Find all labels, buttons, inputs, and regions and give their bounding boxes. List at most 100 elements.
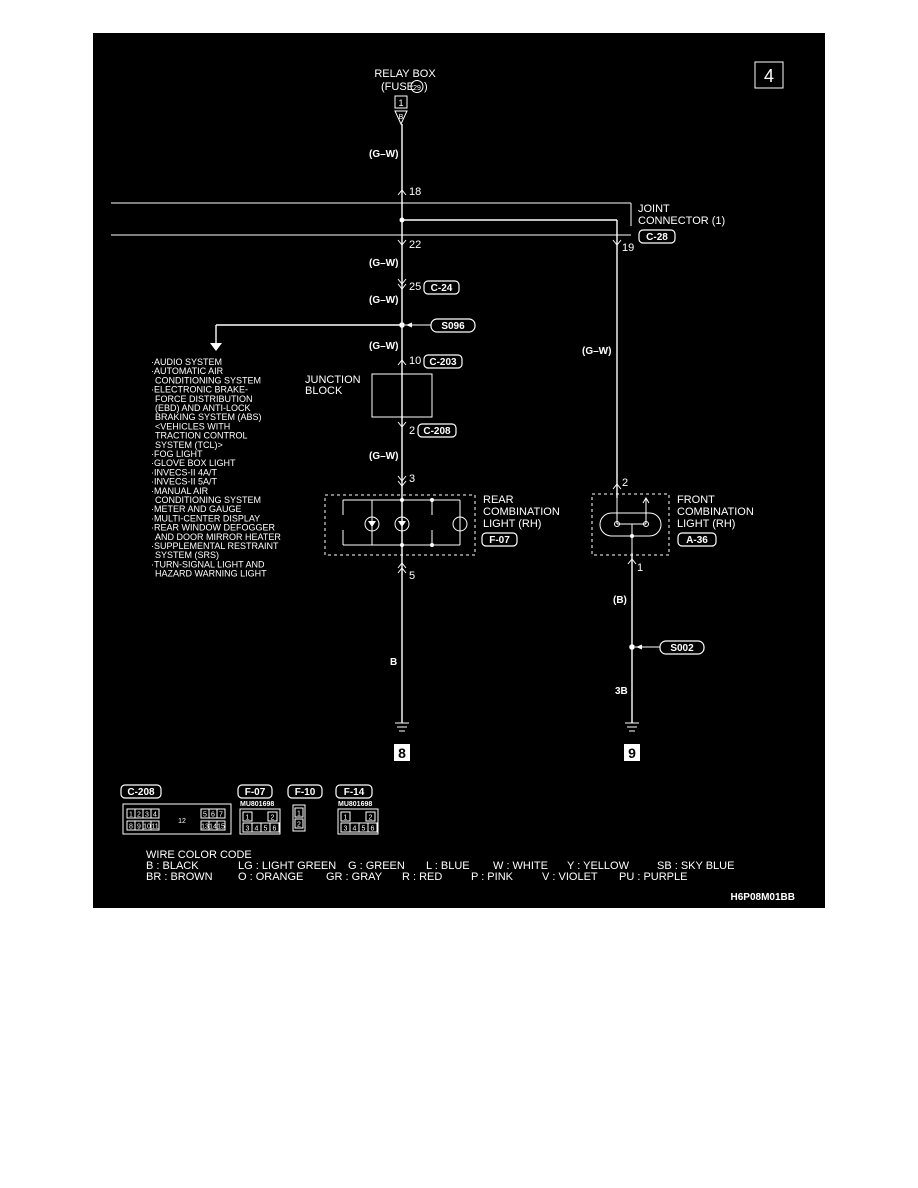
system-list-item: ·SUPPLEMENTAL RESTRAINT — [151, 541, 279, 551]
wire-color-code-title: WIRE COLOR CODE — [146, 849, 252, 861]
fuse-number-circle — [410, 80, 424, 93]
connector-pin-number: 5 — [264, 826, 268, 833]
connector-pin-number: 10 — [143, 824, 151, 831]
system-list-item: CONDITIONING SYSTEM — [155, 375, 261, 385]
pin-2-front-arrow — [612, 483, 622, 490]
ground-9: 9 — [628, 745, 636, 761]
pin-2-junction: 2 — [409, 425, 415, 437]
system-list-item: ·MULTI-CENTER DISPLAY — [151, 513, 260, 523]
pin-3: 3 — [409, 473, 415, 485]
pin-3-arrow-bottom — [397, 480, 407, 487]
pin-22: 22 — [409, 239, 421, 251]
connector-pin-cell — [365, 811, 376, 822]
pin-1: 1 — [637, 562, 643, 574]
rear-light-side: LIGHT (RH) — [483, 518, 541, 530]
wiring-diagram: 4 RELAY BOX (FUSE 29 ) 1 B (G–W) 18 JOIN… — [93, 33, 825, 908]
wire-label-gw-3: (G–W) — [369, 295, 398, 306]
connector-pin-cell — [294, 818, 304, 829]
connector-pin-cell — [150, 808, 160, 819]
connector-pin-number: 13 — [201, 824, 209, 831]
connector-tag-c208 — [417, 423, 457, 438]
pin-2-front: 2 — [622, 477, 628, 489]
connector-a36: A-36 — [686, 535, 708, 546]
junction-block-box — [371, 373, 433, 418]
connector-c203: C-203 — [429, 357, 457, 368]
system-list-item: ·INVECS-II 5A/T — [151, 477, 218, 487]
connector-c28: C-28 — [646, 232, 668, 243]
pin-18-arrow — [397, 189, 407, 196]
connector-pin-number: 15 — [217, 824, 225, 831]
relay-box-title: RELAY BOX — [374, 68, 436, 80]
joint-connector-title: JOINT — [638, 203, 670, 215]
wire-label-b-paren: (B) — [613, 595, 627, 606]
connector-tag-c203 — [423, 354, 463, 369]
page-number-box — [754, 61, 784, 89]
connector-pin-number: 4 — [153, 812, 157, 819]
wire-color-entry: V : VIOLET — [542, 871, 598, 883]
wiring-diagram-svg: 4 RELAY BOX (FUSE 29 ) 1 B (G–W) 18 JOIN… — [111, 61, 795, 903]
splice-s096-arrow — [406, 322, 412, 328]
rear-light-title: REAR — [483, 494, 514, 506]
splice-branch-arrowhead — [210, 343, 222, 351]
system-list-item: ·INVECS-II 4A/T — [151, 467, 218, 477]
system-list-item: HAZARD WARNING LIGHT — [155, 569, 267, 579]
front-light-subtitle: COMBINATION — [677, 506, 754, 518]
connector-pin-number: 3 — [344, 826, 348, 833]
pin-18: 18 — [409, 186, 421, 198]
connector-pin-number: 5 — [203, 812, 207, 819]
connector-pin-number: 1 — [297, 811, 301, 818]
connector-pin-cell — [367, 822, 378, 833]
wire-color-entry: B : BLACK — [146, 860, 199, 872]
connector-c24: C-24 — [431, 283, 453, 294]
system-list-item: ·REAR WINDOW DEFOGGER — [151, 523, 275, 533]
legend-c208-body — [122, 803, 232, 835]
connector-pin-number: 1 — [246, 815, 250, 822]
joint-node — [399, 217, 405, 223]
legend-f10: F-10 — [295, 787, 316, 798]
pin-5-arrow-top — [397, 562, 407, 569]
legend-tag-c208 — [120, 784, 162, 799]
front-light-side: LIGHT (RH) — [677, 518, 735, 530]
system-list-item: ·AUDIO SYSTEM — [151, 357, 222, 367]
wire-label-gw-front: (G–W) — [582, 346, 611, 357]
system-list-item: ·AUTOMATIC AIR — [151, 366, 224, 376]
connector-pin-number: 4 — [353, 826, 357, 833]
splice-s096-node — [399, 322, 405, 328]
junction-block-subtitle: BLOCK — [305, 385, 343, 397]
legend-f07-body — [239, 808, 281, 835]
pin-5: 5 — [409, 570, 415, 582]
connector-pin-number: 3 — [145, 812, 149, 819]
connector-pin-number: 14 — [209, 824, 217, 831]
wire-color-entry: L : BLUE — [426, 860, 470, 872]
legend-tag-f10 — [287, 784, 323, 799]
system-list-item: ·METER AND GAUGE — [151, 504, 242, 514]
ground-8: 8 — [398, 745, 406, 761]
legend-tag-f14 — [335, 784, 373, 799]
pin-10-arrow — [397, 359, 407, 366]
connector-pin-number: 9 — [137, 824, 141, 831]
splice-s002-node — [629, 644, 635, 650]
splice-tag-s096 — [430, 318, 476, 333]
connector-tag-a36 — [677, 532, 717, 547]
connector-c208: C-208 — [423, 426, 451, 437]
system-list-item: ·ELECTRONIC BRAKE- — [151, 385, 248, 395]
wire-color-entry: P : PINK — [471, 871, 514, 883]
wire-color-entry: GR : GRAY — [326, 871, 383, 883]
wire-color-entry: W : WHITE — [493, 860, 548, 872]
joint-connector-subtitle: CONNECTOR (1) — [638, 215, 725, 227]
legend-f10-cells: 12 — [294, 807, 304, 829]
connector-pin-number: 6 — [371, 826, 375, 833]
connector-pin-number: 4 — [255, 826, 259, 833]
connector-pin-number: 5 — [362, 826, 366, 833]
figure-code: H6P08M01BB — [731, 892, 795, 903]
system-list-item: <VEHICLES WITH — [155, 421, 230, 431]
system-list-item: AND DOOR MIRROR HEATER — [155, 532, 281, 542]
system-list-item: SYSTEM (TCL)> — [155, 440, 223, 450]
front-combination-light-symbol — [591, 493, 670, 556]
connector-pin-number: 6 — [273, 826, 277, 833]
pin-22-arrow — [397, 239, 407, 246]
wire-label-gw-1: (G–W) — [369, 149, 398, 160]
pin-19: 19 — [622, 242, 634, 254]
